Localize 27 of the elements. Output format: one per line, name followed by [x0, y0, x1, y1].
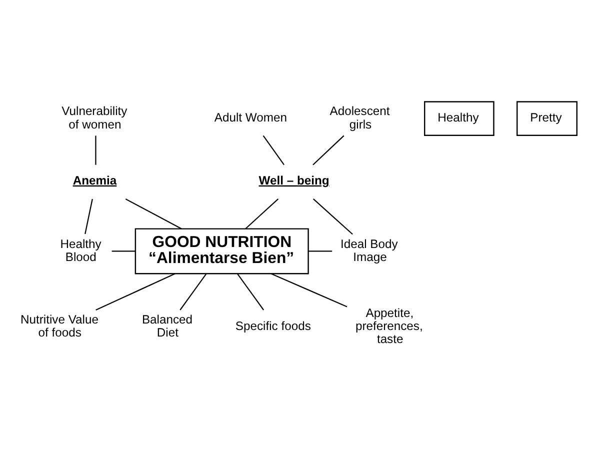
connector: [180, 274, 207, 310]
node-text: Ideal Body Image: [340, 236, 398, 264]
connector: [262, 135, 285, 166]
node-text: Vulnerability of women: [62, 104, 128, 132]
node-text: Healthy Blood: [60, 236, 102, 264]
connector: [245, 198, 279, 230]
connector: [313, 198, 353, 235]
node-box: Healthy: [424, 101, 494, 136]
connector: [84, 198, 93, 234]
connector: [95, 136, 96, 165]
node-box: GOOD NUTRITION “Alimentarse Bien”: [134, 228, 309, 274]
node-text: Specific foods: [235, 319, 311, 334]
connector: [237, 274, 264, 310]
connector: [312, 135, 344, 166]
connector: [271, 273, 348, 308]
connector: [112, 250, 136, 252]
node-text: Balanced Diet: [142, 312, 193, 340]
node-text: Appetite, preferences, taste: [355, 306, 423, 346]
node-text: Nutritive Value of foods: [20, 312, 98, 340]
node-text: Adult Women: [214, 110, 287, 125]
node-text: Well – being: [258, 173, 330, 188]
node-text: Adolescent girls: [330, 104, 390, 132]
node-text: Anemia: [72, 173, 117, 188]
connector: [125, 198, 182, 230]
connector: [308, 250, 332, 252]
connector: [96, 273, 176, 311]
node-box: Pretty: [516, 101, 578, 136]
